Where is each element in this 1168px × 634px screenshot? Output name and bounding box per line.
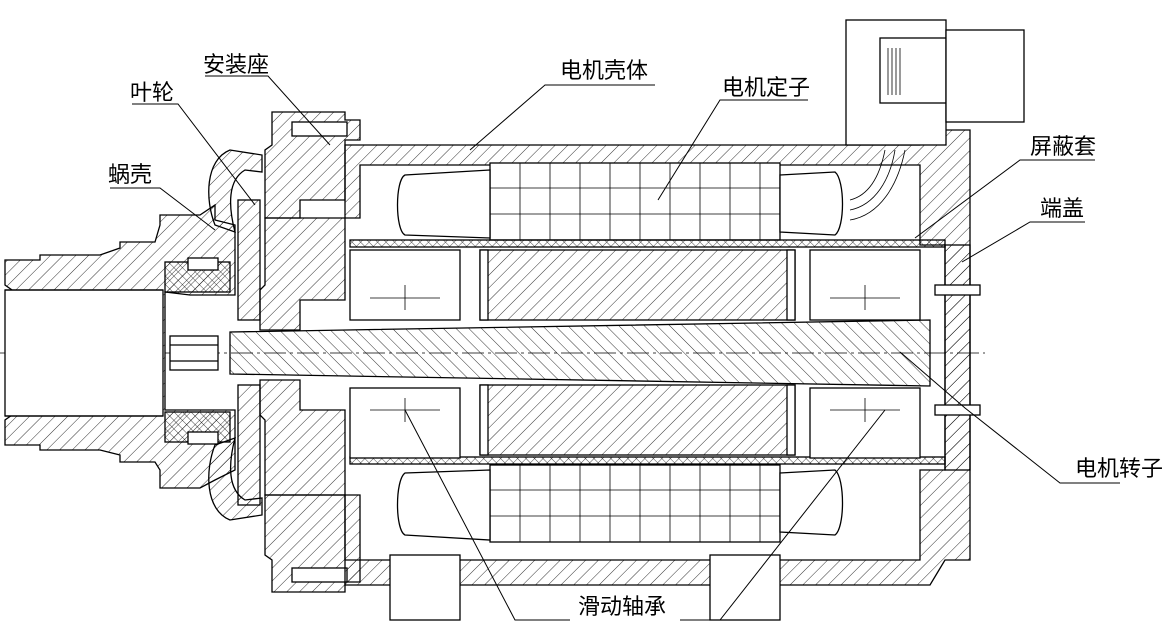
motor-rotor-part (229, 249, 931, 456)
label-motor-rotor: 电机转子 (1075, 457, 1163, 482)
label-shield-sleeve: 屏蔽套 (1030, 135, 1096, 160)
label-motor-stator: 电机定子 (722, 76, 810, 101)
end-cover-part (934, 244, 981, 471)
mount-seat-part (259, 111, 361, 593)
label-volute: 蜗壳 (108, 163, 152, 188)
shield-sleeve-part (349, 239, 946, 465)
stator-lamination-grid (490, 163, 780, 542)
leader-lines (110, 75, 1120, 621)
label-impeller: 叶轮 (130, 81, 174, 106)
label-end-cover: 端盖 (1040, 197, 1084, 222)
labels: 叶轮 安装座 蜗壳 电机壳体 电机定子 屏蔽套 端盖 电机转子 滑动轴承 (108, 53, 1163, 620)
motor-stator-part (396, 149, 906, 543)
motor-housing-part (344, 19, 1025, 621)
label-motor-housing: 电机壳体 (560, 59, 648, 84)
connector-pins (887, 48, 901, 95)
impeller-part (164, 149, 263, 521)
sliding-bearing-part (349, 249, 921, 459)
label-sliding-bearing: 滑动轴承 (578, 595, 666, 620)
label-mount-seat: 安装座 (203, 53, 269, 78)
